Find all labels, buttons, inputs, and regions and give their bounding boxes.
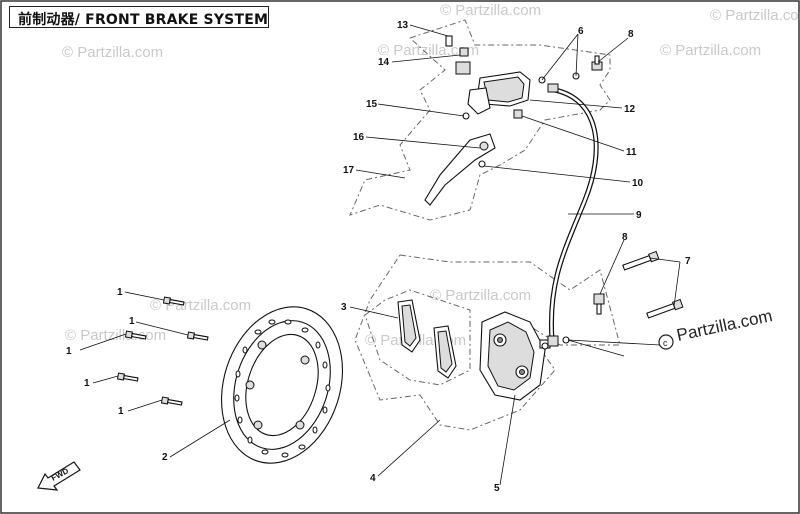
banjo-bolts	[538, 55, 605, 350]
disc-bolts	[116, 296, 209, 406]
callout-16: 16	[353, 132, 365, 143]
callout-13: 13	[397, 20, 409, 31]
page-title: 前制动器/ FRONT BRAKE SYSTEM	[18, 12, 269, 28]
copyright-icon	[658, 334, 674, 350]
callout-12: 12	[624, 104, 636, 115]
svg-text:c: c	[663, 338, 668, 348]
callout-6: 6	[578, 26, 584, 37]
leader-lines	[79, 24, 681, 486]
watermark-brand: Partzilla.com	[675, 306, 774, 345]
watermark: © Partzilla.com	[65, 327, 166, 344]
watermark: © Partzilla.com	[710, 7, 800, 24]
partzilla-logo: c Partzilla.com	[658, 306, 774, 350]
brake-pad-outline	[364, 289, 471, 386]
callout-1: 1	[118, 406, 124, 417]
caliper-bolts	[622, 250, 684, 319]
brake-disc	[221, 306, 343, 464]
callout-9: 9	[636, 210, 642, 221]
arrow-icon	[37, 461, 81, 491]
master-cylinder	[445, 35, 531, 120]
brake-hose	[547, 83, 599, 347]
callout-1: 1	[84, 378, 90, 389]
callout-5: 5	[494, 483, 500, 494]
watermark: © Partzilla.com	[378, 42, 479, 59]
callout-15: 15	[366, 99, 378, 110]
callout-1: 1	[129, 316, 135, 327]
title-box	[9, 6, 269, 28]
fwd-arrow: FWD	[37, 461, 81, 491]
watermark: © Partzilla.com	[430, 287, 531, 304]
watermarks: © Partzilla.com © Partzilla.com © Partzi…	[62, 2, 800, 349]
brake-pads	[397, 299, 457, 379]
callout-1: 1	[66, 346, 72, 357]
callout-8: 8	[628, 29, 634, 40]
callout-10: 10	[632, 178, 644, 189]
callout-2: 2	[162, 452, 168, 463]
callout-11: 11	[626, 147, 637, 158]
callout-7: 7	[685, 256, 691, 267]
watermark: © Partzilla.com	[660, 42, 761, 59]
callout-4: 4	[370, 473, 376, 484]
watermark: © Partzilla.com	[62, 44, 163, 61]
callout-17: 17	[343, 165, 355, 176]
callout-3: 3	[341, 302, 347, 313]
callout-14: 14	[378, 57, 390, 68]
brake-caliper	[479, 311, 551, 401]
watermark: © Partzilla.com	[440, 2, 541, 19]
callout-8: 8	[622, 232, 628, 243]
callout-labels: 1 1 1 1 1 2 3 4 5 6 7 8 8 9 10 11 12 13 …	[66, 20, 691, 494]
callout-1: 1	[117, 287, 123, 298]
master-cylinder-outline	[349, 19, 611, 221]
brake-lever	[424, 133, 496, 206]
